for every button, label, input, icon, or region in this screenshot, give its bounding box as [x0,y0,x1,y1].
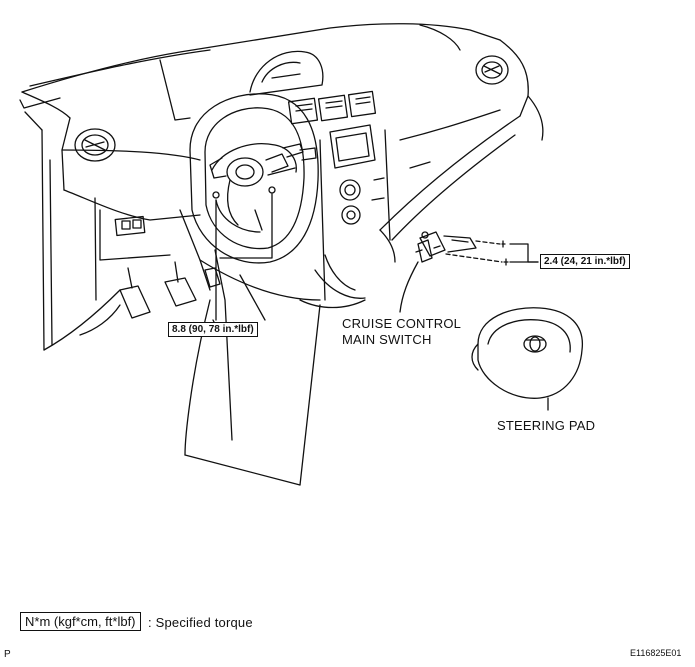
steering-column-hub [209,143,317,231]
glove-box [391,109,516,241]
switch-panel [114,215,146,237]
dashboard-outline [19,23,544,351]
page-corner-mark: P [4,649,11,660]
knee-panel [179,209,321,486]
center-console [287,90,391,309]
center-meter [249,50,324,96]
steering-column-torque-spec: 8.8 (90, 78 in.*lbf) [168,322,258,337]
torque-unit-legend-box: N*m (kgf*cm, ft*lbf) [20,612,141,631]
cruise-control-label-line2: MAIN SWITCH [342,332,432,347]
toyota-emblem-icon [523,335,547,353]
steering-wheel [189,93,319,264]
left-air-vent [74,128,116,162]
switch-screw-torque-spec: 2.4 (24, 21 in.*lbf) [540,254,630,269]
torque-legend-description: : Specified torque [148,615,253,630]
steering-pad-label: STEERING PAD [497,418,596,433]
cruise-control-switch [399,231,539,313]
steering-pad [471,307,583,411]
right-air-vent [475,55,509,85]
pedals [79,261,221,336]
cruise-control-label-line1: CRUISE CONTROL [342,316,462,331]
figure-id: E116825E01 [630,648,682,658]
